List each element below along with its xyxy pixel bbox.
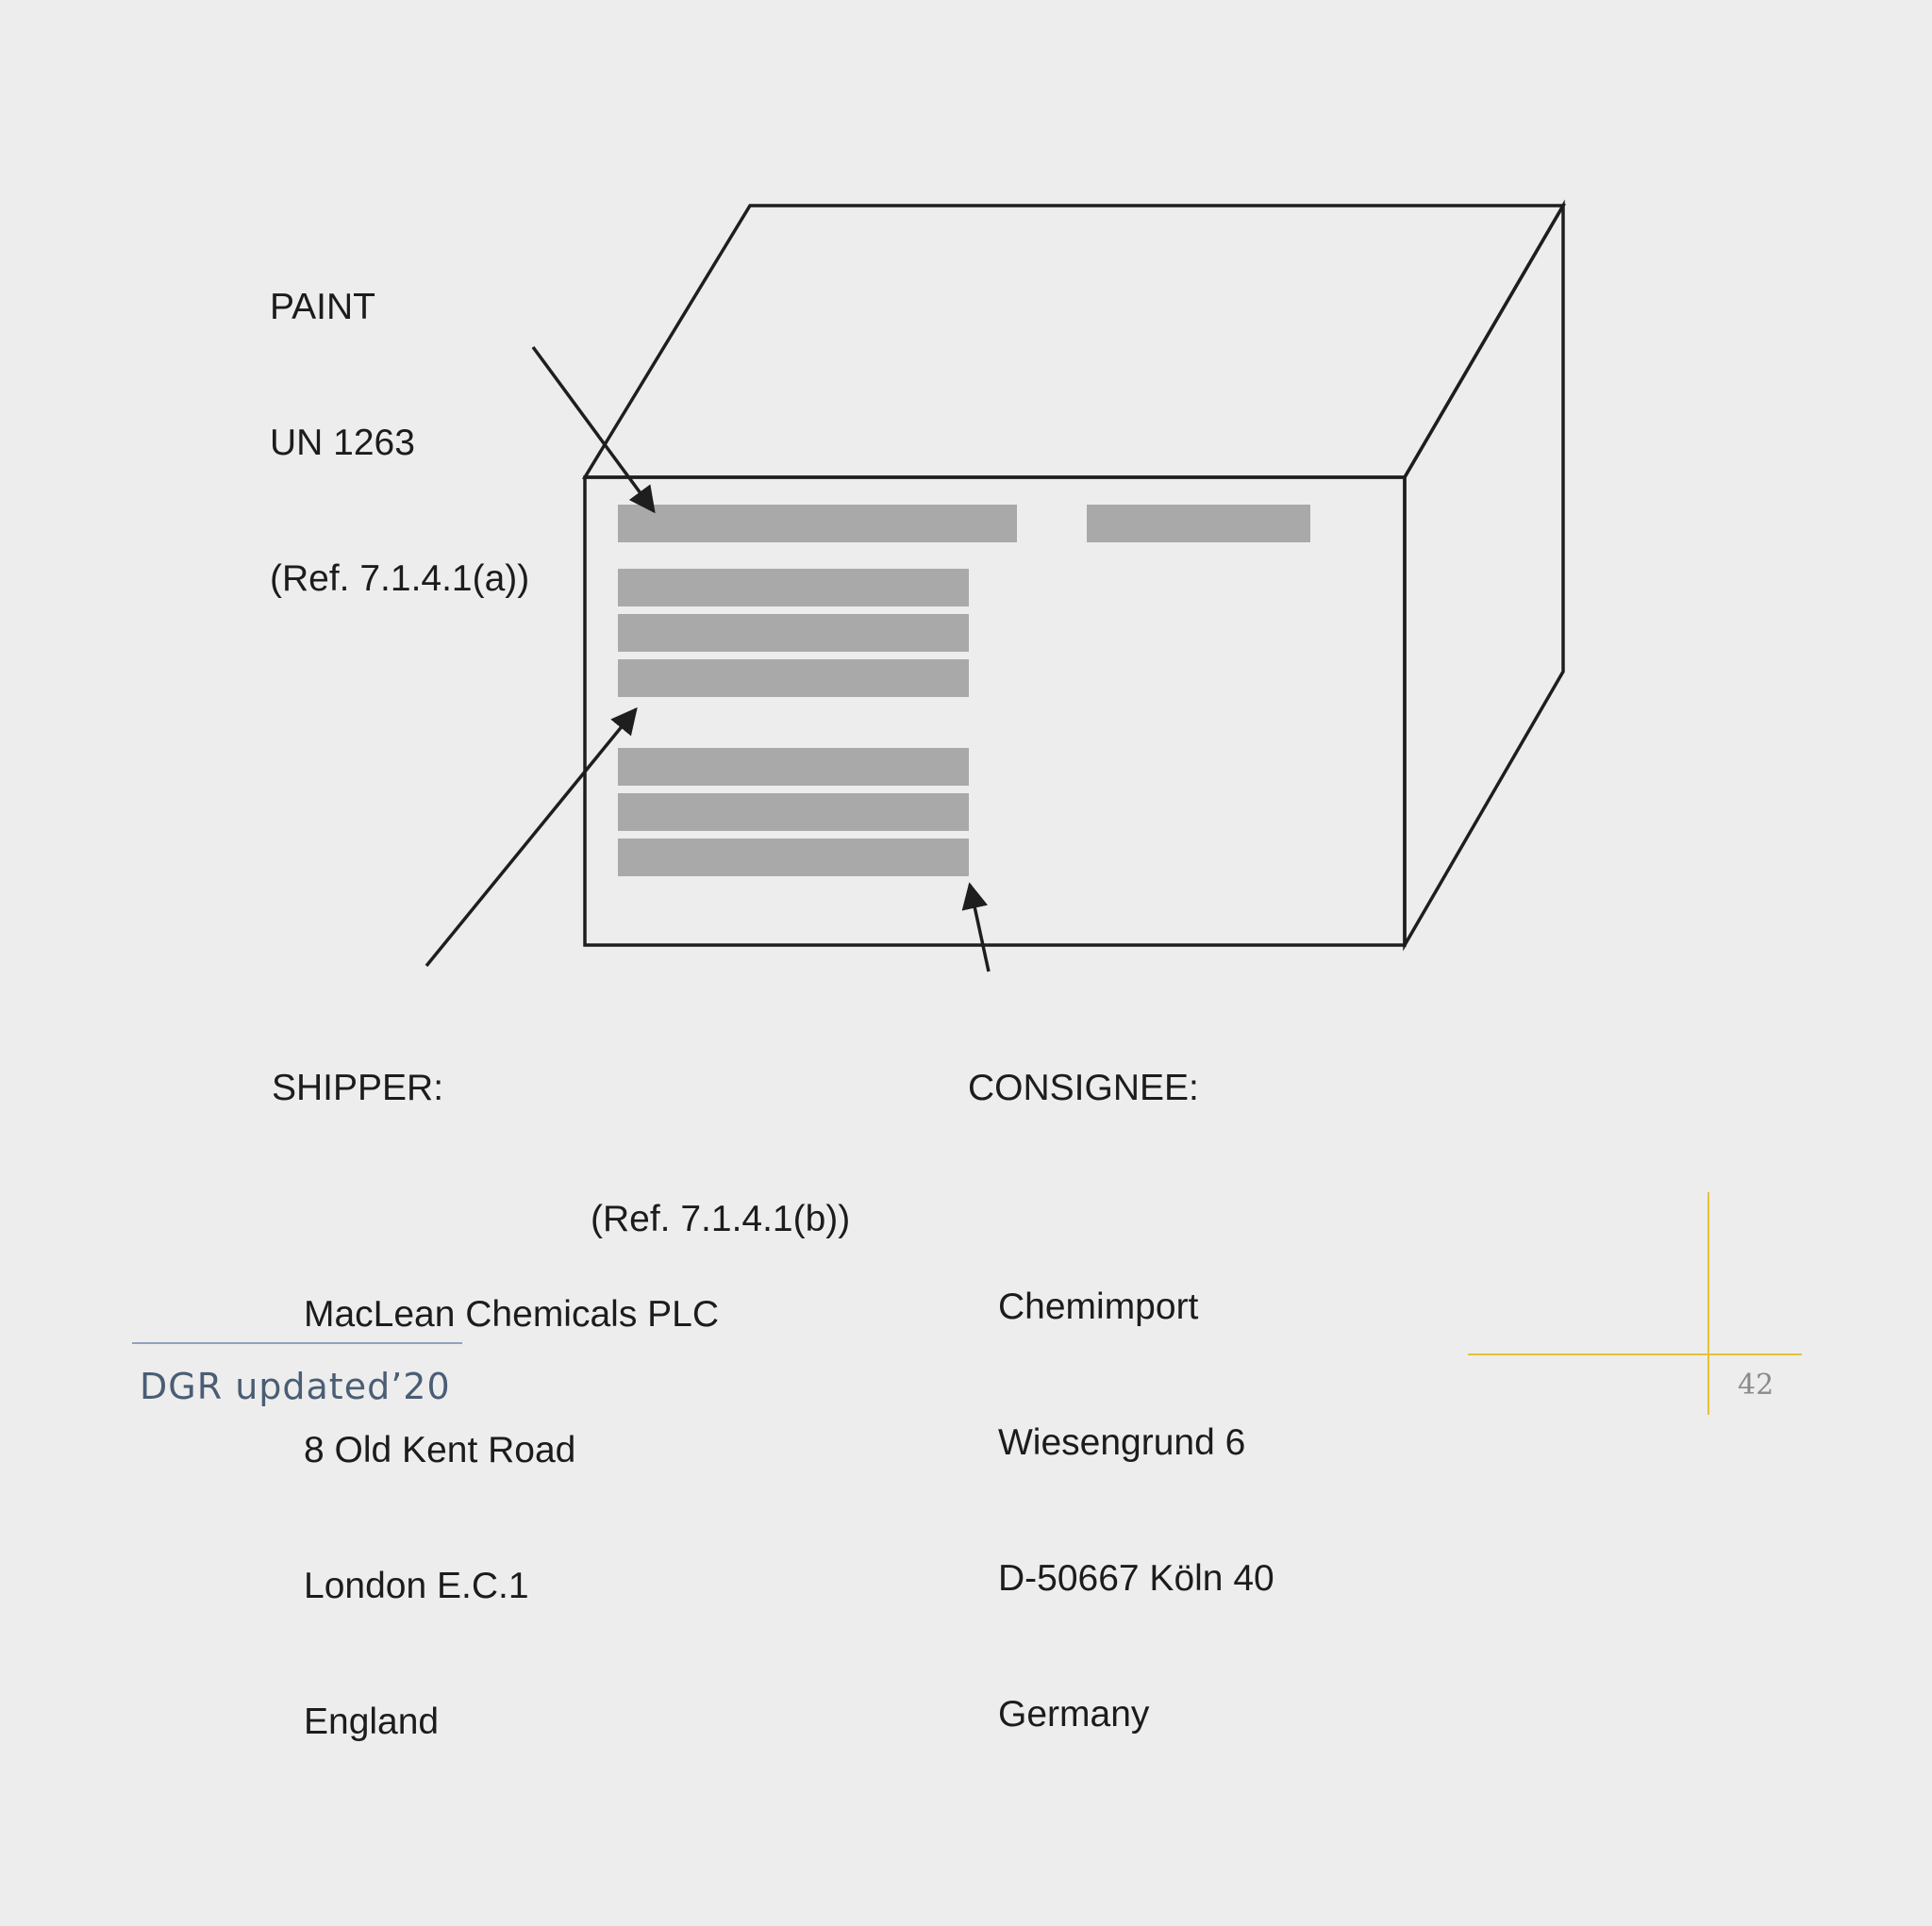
box-top-face — [581, 204, 1567, 479]
consignee-block: CONSIGNEE: Chemimport Wiesengrund 6 D-50… — [968, 975, 1274, 1918]
marking-shipper-line — [618, 614, 969, 652]
marking-shipper-line — [618, 569, 969, 606]
pointer-arrows — [425, 345, 991, 972]
arrow-to-shipper-marking — [425, 706, 638, 968]
footer-text: DGR updated’20 — [140, 1366, 451, 1407]
marking-consignee-line — [618, 748, 969, 786]
shipper-block: SHIPPER: MacLean Chemicals PLC 8 Old Ken… — [272, 975, 719, 1926]
shipper-address-line: 8 Old Kent Road — [304, 1430, 576, 1470]
marking-consignee-line — [618, 793, 969, 831]
consignee-heading: CONSIGNEE: — [968, 1068, 1199, 1108]
consignee-address-line: Germany — [998, 1694, 1150, 1735]
consignee-address-line: Chemimport — [998, 1287, 1199, 1327]
consignee-address-line: D-50667 Köln 40 — [998, 1558, 1274, 1599]
reference-b-label: (Ref. 7.1.4.1(b)) — [591, 1199, 851, 1239]
slide: PAINT UN 1263 (Ref. 7.1.4.1(a)) SHIPPER:… — [132, 194, 1802, 1742]
marking-un-number — [1087, 505, 1310, 542]
paint-label-line: (Ref. 7.1.4.1(a)) — [270, 558, 530, 599]
box-side-face — [1403, 199, 1565, 952]
paint-label-line: UN 1263 — [270, 423, 415, 463]
package-markings — [618, 505, 1310, 876]
marking-proper-shipping-name — [618, 505, 1017, 542]
marking-consignee-line — [618, 838, 969, 876]
shipper-heading: SHIPPER: — [272, 1068, 444, 1108]
arrow-to-consignee-marking — [961, 882, 991, 972]
paint-label: PAINT UN 1263 (Ref. 7.1.4.1(a)) — [270, 194, 529, 692]
marking-shipper-line — [618, 659, 969, 697]
page-number: 42 — [1738, 1369, 1774, 1402]
shipper-address-line: England — [304, 1702, 440, 1742]
consignee-address-line: Wiesengrund 6 — [998, 1422, 1246, 1463]
package-box — [581, 199, 1567, 952]
package-diagram — [132, 199, 1802, 1415]
arrow-to-name-marking — [531, 345, 656, 514]
paint-label-line: PAINT — [270, 287, 375, 327]
shipper-address-line: London E.C.1 — [304, 1566, 529, 1606]
shipper-address-line: MacLean Chemicals PLC — [304, 1294, 720, 1335]
